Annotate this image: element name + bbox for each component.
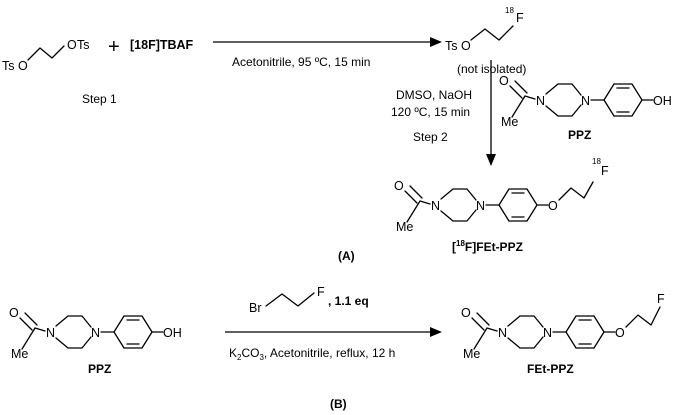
ppz-structure-a: O Me N N OH xyxy=(499,74,672,129)
intermediate-note: (not isolated) xyxy=(457,62,526,76)
isotope-18: 18 xyxy=(505,6,514,15)
plus-sign: + xyxy=(108,36,120,58)
product-fet-ppz: O Me N N O F xyxy=(461,292,665,361)
step2-conditions-1: DMSO, NaOH xyxy=(396,88,472,102)
atom-n: N xyxy=(431,199,440,213)
step2-label: Step 2 xyxy=(413,130,448,144)
atom-oh: OH xyxy=(653,94,672,108)
atom-ts: Ts xyxy=(77,38,90,52)
reaction-b-conditions: K2CO3, Acetonitrile, reflux, 12 h xyxy=(229,346,395,362)
atom-n: N xyxy=(536,94,545,108)
atom-f: F xyxy=(516,11,524,25)
atom-oh: OH xyxy=(163,326,182,340)
atom-ts: Ts xyxy=(2,59,15,73)
atom-n: N xyxy=(581,94,590,108)
step1-label: Step 1 xyxy=(82,92,117,106)
ethylene-ditosylate: Ts O O Ts xyxy=(2,38,90,73)
section-a-label: (A) xyxy=(338,249,355,263)
atom-me: Me xyxy=(463,347,480,361)
product-name-rest: F]FEt-PPZ xyxy=(465,240,523,254)
bromofluoroethane: Br F , 1.1 eq xyxy=(249,285,369,315)
atom-n: N xyxy=(498,326,507,340)
atom-n: N xyxy=(91,326,100,340)
atom-n: N xyxy=(46,326,55,340)
atom-o: O xyxy=(461,39,471,53)
atom-f: F xyxy=(317,285,325,299)
step1-arrow xyxy=(213,37,442,47)
ppz-structure-b: O Me N N OH xyxy=(9,306,182,361)
ppz-label-a: PPZ xyxy=(568,128,591,142)
step1-conditions: Acetonitrile, 95 ºC, 15 min xyxy=(232,55,370,69)
atom-o: O xyxy=(9,306,19,320)
atom-o: O xyxy=(548,199,558,213)
step2-arrow xyxy=(486,60,496,166)
section-b-label: (B) xyxy=(330,397,347,411)
atom-me: Me xyxy=(396,220,413,234)
atom-br: Br xyxy=(249,301,262,315)
atom-o: O xyxy=(499,74,509,88)
atom-n: N xyxy=(476,199,485,213)
atom-n: N xyxy=(543,326,552,340)
atom-o: O xyxy=(394,179,404,193)
isotope-18: 18 xyxy=(456,239,465,248)
atom-o: O xyxy=(18,59,28,73)
atom-ts: Ts xyxy=(445,39,458,53)
atom-f: F xyxy=(657,292,665,306)
product-label-b: FEt-PPZ xyxy=(527,362,574,376)
atom-o: O xyxy=(461,306,471,320)
step2-conditions-2: 120 ºC, 15 min xyxy=(391,105,470,119)
reaction-b-arrow xyxy=(225,327,442,337)
reagent-equivalents: , 1.1 eq xyxy=(328,294,369,308)
atom-me: Me xyxy=(501,115,518,129)
atom-o: O xyxy=(615,326,625,340)
ppz-label-b: PPZ xyxy=(88,362,111,376)
atom-f: F xyxy=(601,164,609,178)
atom-o: O xyxy=(67,38,77,52)
isotope-18: 18 xyxy=(592,157,601,166)
tosyl-fluoroethyl-intermediate: Ts O 18 F xyxy=(445,6,524,53)
reagent-18f-tbaf: [18F]TBAF xyxy=(130,38,194,52)
product-18f-fet-ppz: O Me N N O 18 F xyxy=(394,157,609,234)
product-label-a: [18F]FEt-PPZ xyxy=(452,239,523,254)
atom-me: Me xyxy=(11,347,28,361)
